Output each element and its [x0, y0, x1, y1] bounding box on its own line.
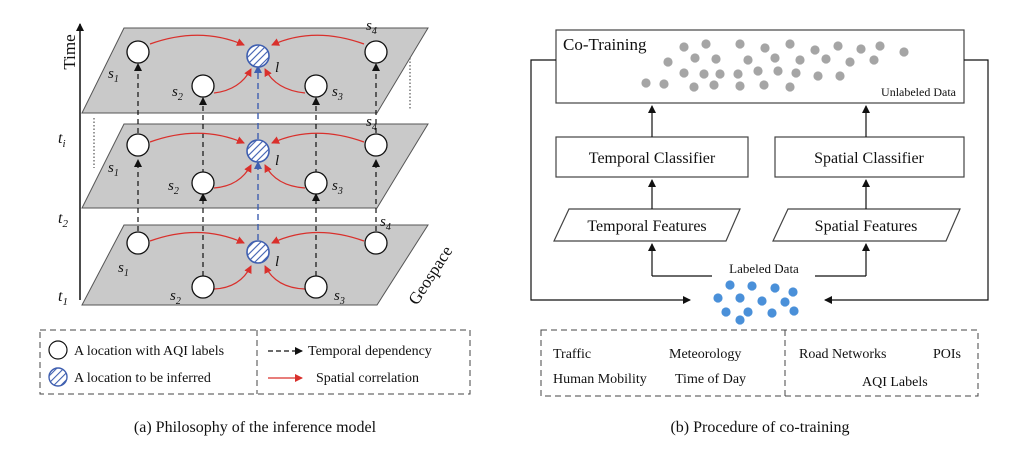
source-pois: POIs	[933, 347, 961, 362]
legend-inferred-location-label: A location to be inferred	[74, 371, 211, 386]
source-road-networks: Road Networks	[799, 347, 887, 362]
time-tick-ti: ti	[58, 130, 66, 150]
unlabeled-data-label: Unlabeled Data	[881, 85, 957, 99]
legend-temporal-label: Temporal dependency	[308, 344, 432, 359]
svg-text:s1: s1	[118, 260, 129, 279]
target-node-bottom	[246, 240, 270, 264]
stations-top	[126, 40, 388, 98]
time-tick-t1: t1	[58, 288, 68, 308]
svg-text:s4: s4	[366, 114, 377, 133]
unlabeled-data-dots	[641, 39, 909, 92]
stations-bottom	[126, 231, 388, 299]
svg-text:s1: s1	[108, 160, 119, 179]
left-caption: (a) Philosophy of the inference model	[134, 419, 377, 436]
spatial-classifier-label: Spatial Classifier	[814, 150, 924, 167]
legend-inferred-location-icon	[48, 367, 68, 387]
svg-text:s3: s3	[334, 288, 345, 307]
station-labels-top: s1 s2 s3 s4 l	[108, 18, 377, 103]
labeled-data-label: Labeled Data	[729, 261, 799, 276]
spatial-correlation-arrows	[149, 34, 365, 290]
svg-text:s3: s3	[332, 178, 343, 197]
source-human-mobility: Human Mobility	[553, 372, 647, 387]
co-training-title: Co-Training	[563, 35, 647, 54]
flow-arrows	[530, 59, 989, 304]
target-node-middle	[246, 139, 270, 163]
legend-known-location-label: A location with AQI labels	[74, 344, 224, 359]
svg-text:s3: s3	[332, 84, 343, 103]
inference-model-panel: Time ti t2 t1	[39, 18, 471, 436]
temporal-features-label: Temporal Features	[587, 218, 706, 235]
stations-middle	[126, 133, 388, 195]
co-training-panel: Co-Training Unlabeled Data Temporal Clas…	[530, 29, 989, 436]
legend-spatial-label: Spatial correlation	[316, 371, 419, 386]
temporal-classifier-label: Temporal Classifier	[589, 150, 716, 167]
svg-text:s2: s2	[168, 178, 179, 197]
left-legend: A location with AQI labels A location to…	[39, 329, 471, 395]
legend-known-location-icon	[48, 340, 68, 360]
source-aqi-labels: AQI Labels	[862, 375, 928, 390]
plane-t1	[81, 224, 429, 306]
svg-text:s4: s4	[380, 214, 391, 233]
geospace-axis-label: Geospace	[404, 242, 456, 308]
spatial-features-box	[772, 208, 961, 242]
time-tick-t2: t2	[58, 210, 68, 230]
source-meteorology: Meteorology	[669, 347, 741, 362]
source-time-of-day: Time of Day	[675, 372, 746, 387]
source-traffic: Traffic	[553, 347, 591, 362]
right-caption: (b) Procedure of co-training	[670, 419, 849, 436]
temporal-classifier-box	[555, 136, 749, 178]
svg-text:s2: s2	[170, 288, 181, 307]
svg-text:l: l	[275, 153, 279, 169]
svg-text:s1: s1	[108, 66, 119, 85]
svg-text:s2: s2	[172, 84, 183, 103]
target-node-top	[246, 44, 270, 68]
spatial-features-label: Spatial Features	[815, 218, 918, 235]
data-sources-box: Traffic Meteorology Human Mobility Time …	[540, 329, 979, 397]
svg-text:l: l	[275, 254, 279, 270]
temporal-features-box	[553, 208, 741, 242]
spatial-classifier-box	[774, 136, 965, 178]
time-axis-label: Time	[60, 34, 79, 69]
station-labels-bottom: s1 s2 s3 s4 l	[118, 214, 391, 307]
labeled-data-dots	[713, 280, 799, 325]
svg-text:s4: s4	[366, 18, 377, 37]
svg-text:l: l	[275, 60, 279, 76]
station-labels-middle: s1 s2 s3 s4 l	[108, 114, 377, 197]
co-training-box	[555, 29, 965, 104]
temporal-dependency-arrows	[134, 63, 380, 276]
